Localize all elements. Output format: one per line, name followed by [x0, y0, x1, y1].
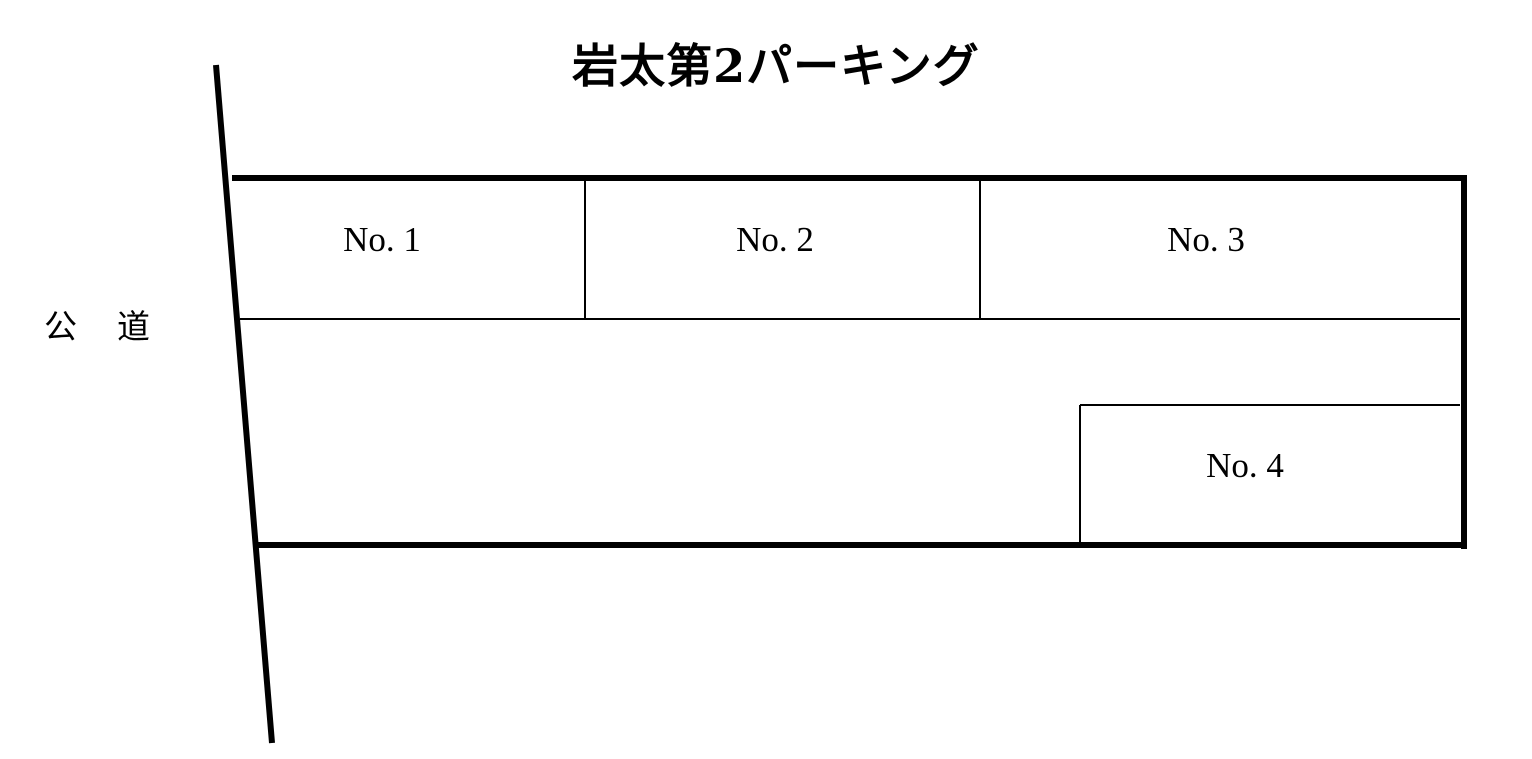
- public-road-label: 公道: [44, 307, 190, 346]
- public-road-line: [213, 64, 275, 744]
- parking-slot-3: No. 3: [1167, 220, 1245, 259]
- parking-slot-4: No. 4: [1206, 446, 1284, 485]
- parking-slot-2: No. 2: [736, 220, 814, 259]
- parking-slot-1: No. 1: [343, 220, 421, 259]
- page-title: 岩太第2パーキング: [572, 39, 980, 93]
